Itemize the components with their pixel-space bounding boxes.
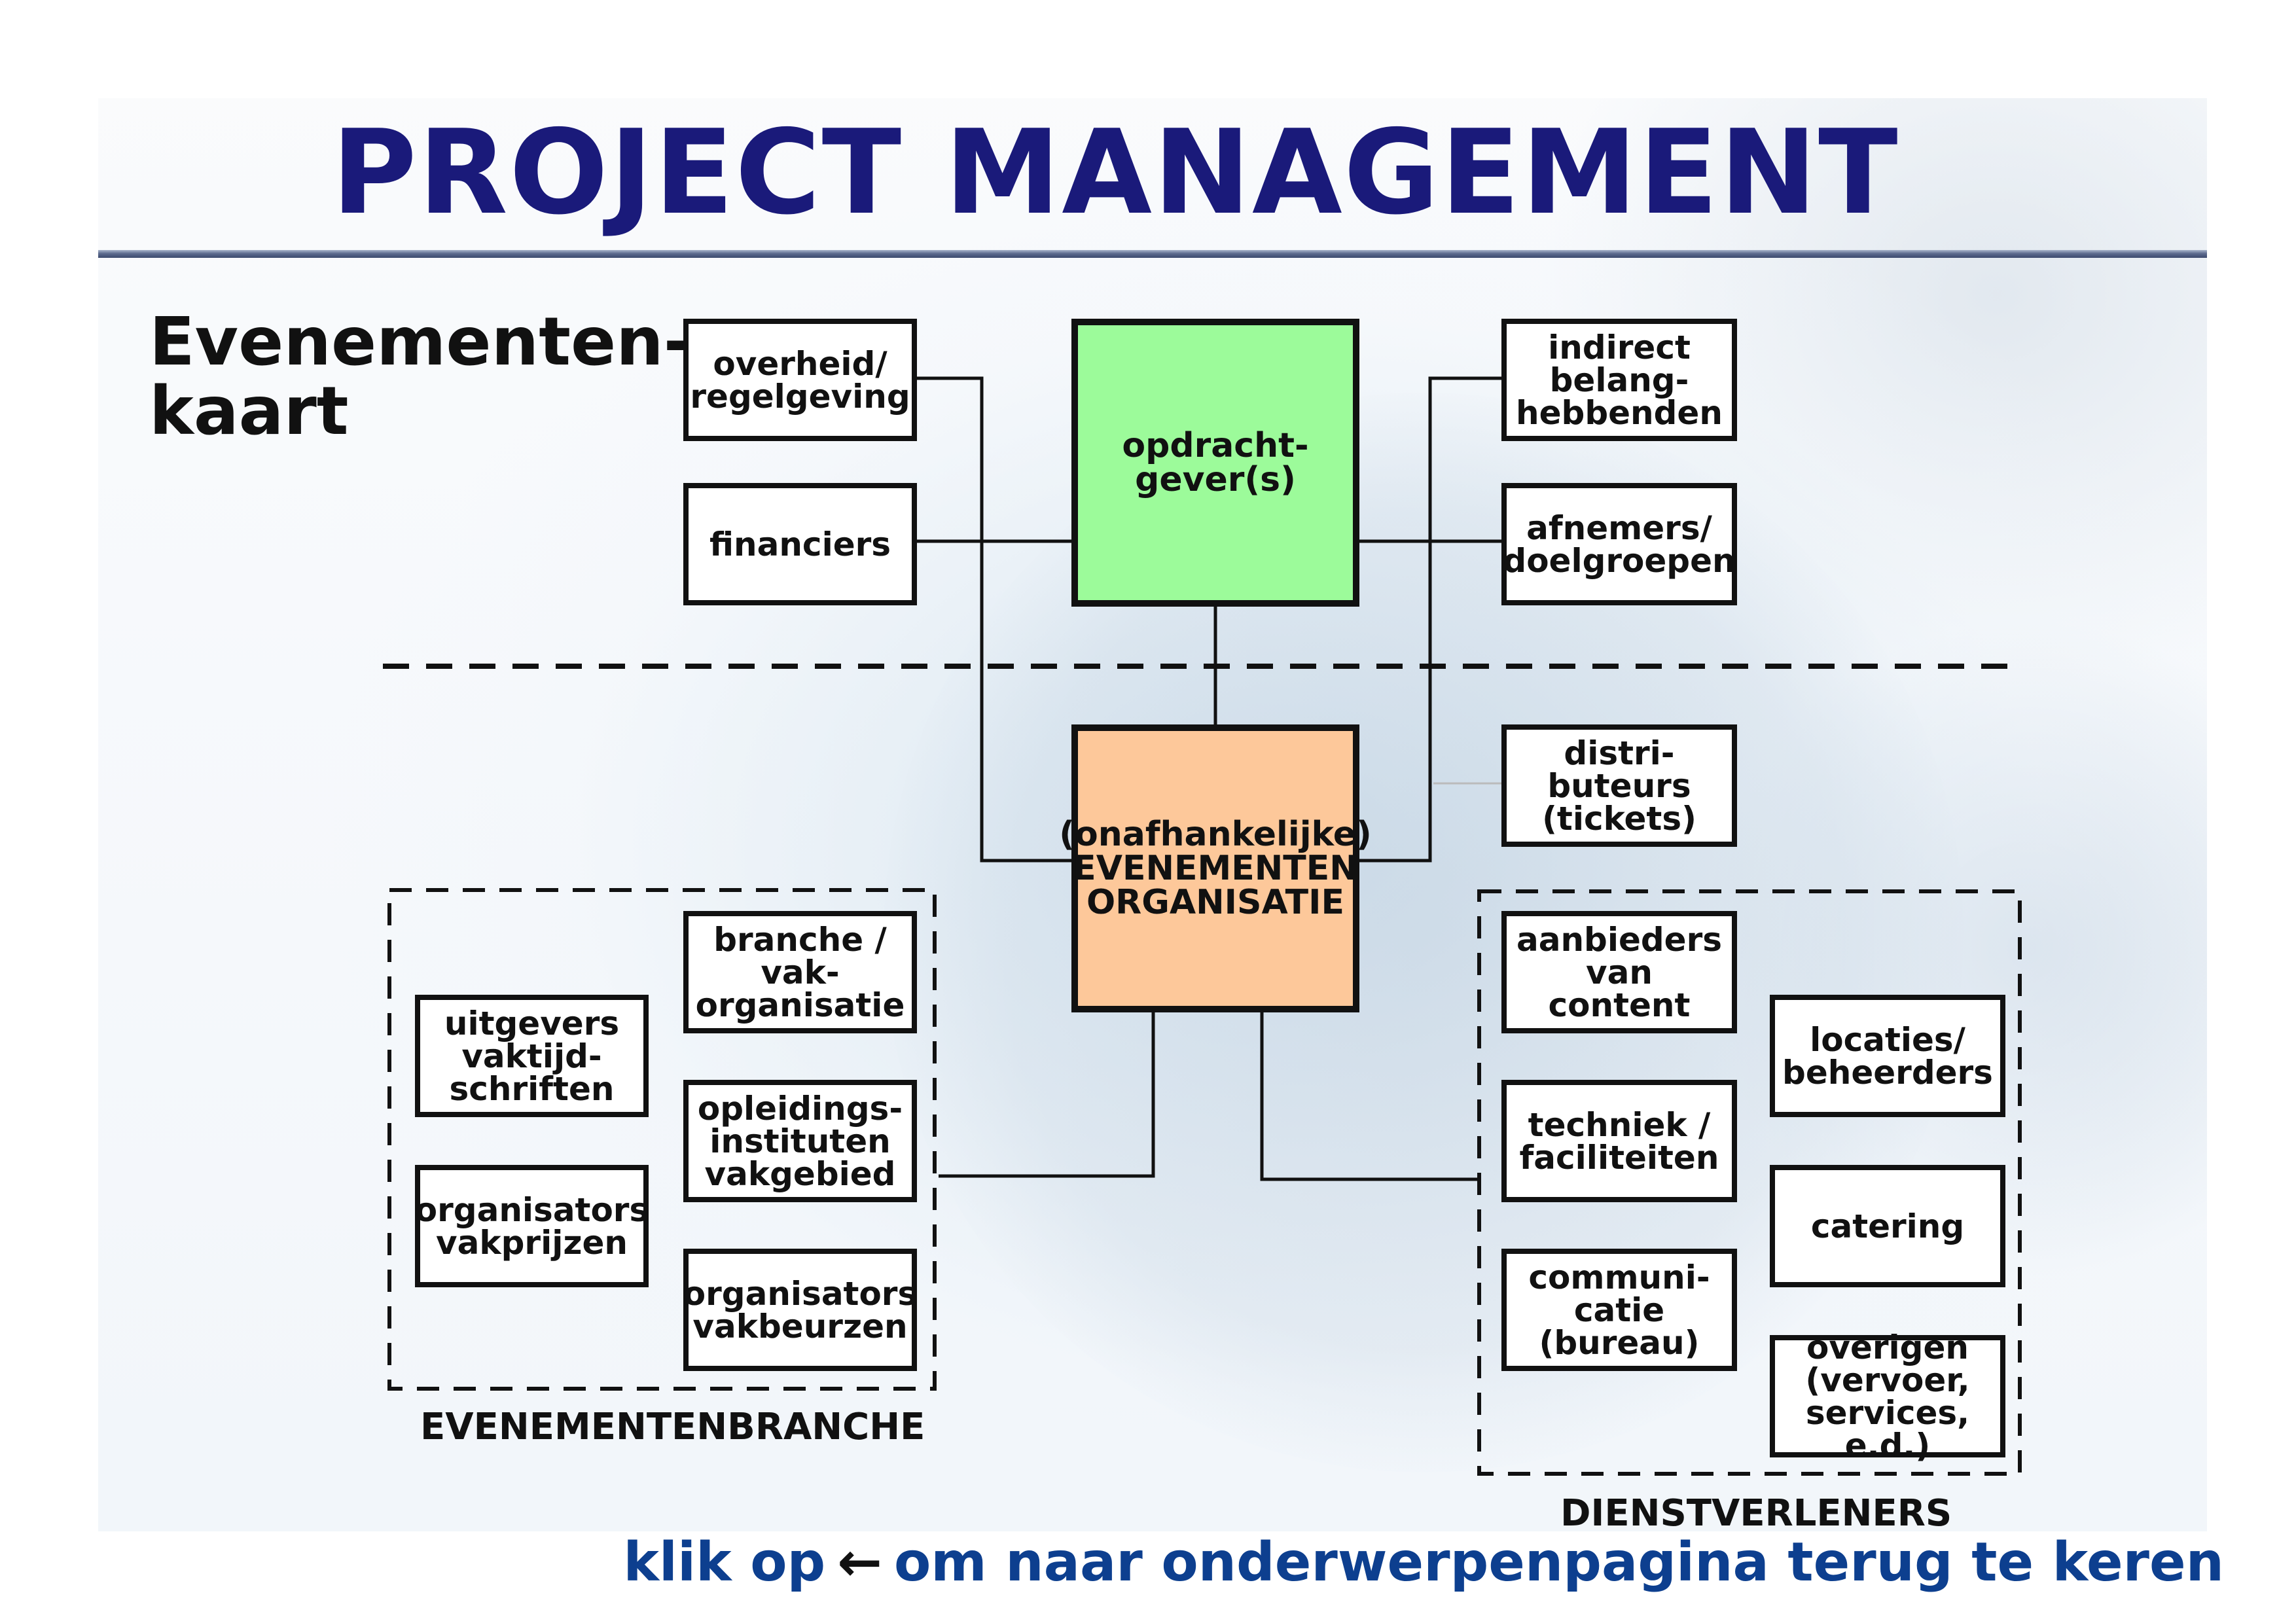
footer-text-after: om naar onderwerpenpagina terug te keren <box>893 1531 2224 1594</box>
node-locaties: locaties/ beheerders <box>1770 995 2005 1117</box>
page-title: PROJECT MANAGEMENT <box>331 105 1899 240</box>
node-techniek: techniek / faciliteiten <box>1501 1080 1737 1202</box>
node-opdrachtgever: opdracht- gever(s) <box>1071 319 1359 607</box>
node-opleidings: opleidings- instituten vakgebied <box>683 1080 917 1202</box>
footer-navigation-hint: klik op←om naar onderwerpenpagina terug … <box>623 1531 2224 1594</box>
subtitle: Evenementen- kaart <box>149 303 692 450</box>
node-overheid: overheid/ regelgeving <box>683 319 917 441</box>
footer-text-before: klik op <box>623 1531 826 1594</box>
node-afnemers: afnemers/ doelgroepen <box>1501 483 1737 605</box>
title-divider <box>98 250 2207 258</box>
group-label-evenementenbranche: EVENEMENTENBRANCHE <box>420 1406 925 1448</box>
node-organisators-vakprijzen: organisators vakprijzen <box>415 1165 649 1287</box>
node-communicatie: communi- catie (bureau) <box>1501 1249 1737 1371</box>
background-disc <box>884 393 1964 1472</box>
node-distributeurs: distri- buteurs (tickets) <box>1501 724 1737 847</box>
connector-overheid <box>914 376 1075 863</box>
node-organisators-vakbeurzen: organisators vakbeurzen <box>683 1249 917 1371</box>
connector-indirect <box>1356 376 1504 863</box>
node-aanbieders: aanbieders van content <box>1501 911 1737 1033</box>
group-evenementenbranche-frame <box>387 888 937 1391</box>
node-indirect: indirect belang- hebbenden <box>1501 319 1737 441</box>
node-branche: branche / vak- organisatie <box>683 911 917 1033</box>
connector-dienstverleners <box>1260 1008 1479 1181</box>
connector-branche <box>939 1008 1155 1178</box>
back-arrow-icon[interactable]: ← <box>837 1531 882 1594</box>
node-financiers: financiers <box>683 483 917 605</box>
group-dienstverleners-frame <box>1477 889 2022 1476</box>
group-label-dienstverleners: DIENSTVERLENERS <box>1560 1492 1952 1535</box>
node-catering: catering <box>1770 1165 2005 1287</box>
node-uitgevers: uitgevers vaktijd- schriften <box>415 995 649 1117</box>
node-overigen: overigen (vervoer, services, e.d.) <box>1770 1331 2005 1462</box>
node-organisatie: (onafhankelijke) EVENEMENTEN ORGANISATIE <box>1059 724 1372 1012</box>
